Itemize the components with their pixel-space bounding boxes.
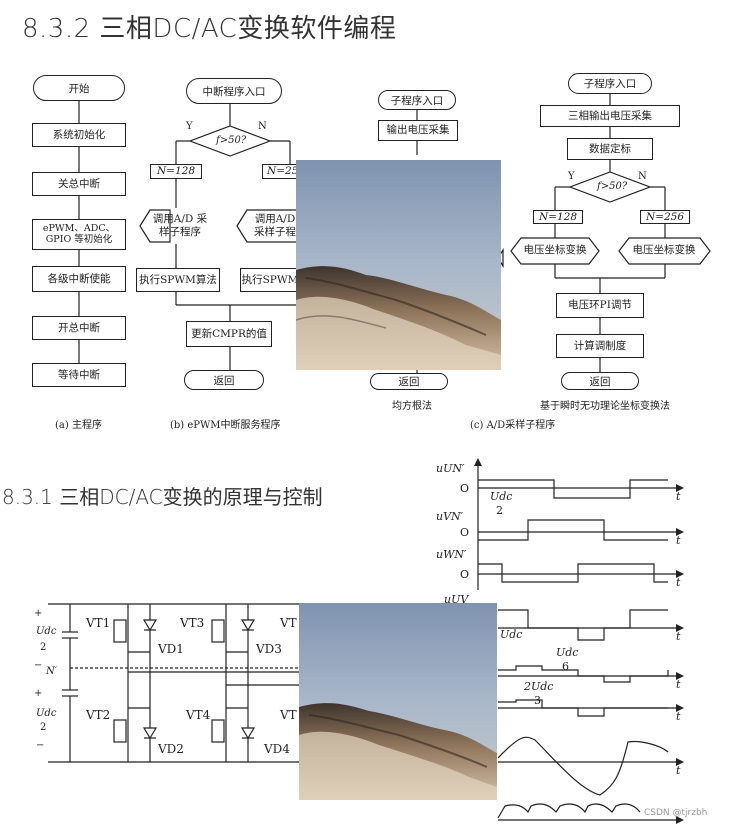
wave-udc-half-num: Udc [490, 490, 513, 503]
label-vt4: VT4 [186, 708, 211, 722]
wave-origin-1: O [460, 482, 470, 495]
wave-t-4: t [676, 630, 681, 643]
circuit-two-bot: 2 [40, 722, 47, 733]
flow-c2-mod: 计算调制度 [556, 334, 644, 358]
caption-c: (c) A/D采样子程序 [470, 420, 556, 431]
wave-label-uun: uUN′ [436, 462, 465, 475]
flow-a-step-6: 等待中断 [32, 363, 126, 387]
watermark: CSDN @tjrzbh [644, 808, 708, 818]
section-heading-832: 8.3.2 三相DC/AC变换软件编程 [22, 14, 397, 44]
wave-t-7: t [676, 764, 681, 777]
flow-b-yes: Y [186, 121, 193, 132]
flow-c2-return: 返回 [561, 372, 639, 390]
flow-c2-step1: 三相输出电压采集 [540, 105, 680, 127]
flow-c2-no: N [638, 171, 647, 182]
flow-b-alg-left: 执行SPWM算法 [136, 268, 220, 292]
wave-udc-half-den: 2 [496, 504, 503, 517]
caption-c2: 基于瞬时无功理论坐标变换法 [540, 401, 670, 412]
label-vd1: VD1 [158, 642, 184, 656]
circuit-udc-top: Udc [36, 626, 57, 637]
label-vd4: VD4 [264, 742, 290, 756]
flow-b-return: 返回 [184, 370, 264, 390]
wave-udc-label: Udc [500, 628, 523, 641]
wave-t-3: t [676, 576, 681, 589]
landscape-painting-top [295, 160, 501, 370]
flow-b-condition: f>50? [216, 135, 247, 146]
flow-c1-entry: 子程序入口 [378, 90, 456, 110]
label-vt5: VT [280, 616, 297, 630]
label-vd3: VD3 [256, 642, 282, 656]
flow-b-sub-right: 调用A/D 采样子程 [254, 212, 296, 238]
flow-a-start: 开始 [33, 75, 125, 101]
circuit-plus-mid: + [34, 688, 43, 699]
flow-a-step-5: 开总中断 [32, 316, 126, 340]
label-vt3: VT3 [180, 616, 205, 630]
wave-label-uwn: uWN′ [436, 548, 467, 561]
circuit-two-top: 2 [40, 642, 47, 653]
circuit-minus-bot: − [36, 740, 45, 751]
flow-b-sub-left: 调用A/D 采样子程序 [152, 212, 208, 238]
flow-b-entry: 中断程序入口 [186, 78, 282, 104]
wave-origin-3: O [460, 568, 470, 581]
circuit-n-prime: N′ [46, 666, 58, 677]
wave-origin-2: O [460, 526, 470, 539]
label-vd2: VD2 [158, 742, 184, 756]
wave-label-uuv: uUV [444, 593, 469, 606]
flow-a-step-1: 系统初始化 [32, 123, 126, 147]
circuit-minus-mid: − [34, 660, 43, 671]
label-vt2: VT2 [86, 708, 111, 722]
wave-two-udc-num: 2Udc [524, 680, 554, 693]
flow-c2-step2: 数据定标 [567, 138, 653, 160]
flow-c2-n-right: N=256 [640, 210, 690, 224]
flow-c2-entry: 子程序入口 [568, 73, 652, 94]
wave-udc-sixth-num: Udc [556, 646, 579, 659]
flow-b-no: N [258, 121, 267, 132]
section-heading-831: 8.3.1 三相DC/AC变换的原理与控制 [2, 485, 323, 509]
flow-b-update: 更新CMPR的值 [186, 321, 272, 347]
caption-b: (b) ePWM中断服务程序 [170, 420, 281, 431]
caption-c1: 均方根法 [392, 401, 432, 412]
flow-a-step-4: 各级中断使能 [32, 266, 126, 292]
flow-b-alg-right: 执行SPWM [240, 268, 300, 292]
circuit-udc-bot: Udc [36, 708, 57, 719]
flow-a-step-2: 关总中断 [32, 172, 126, 196]
wave-t-1: t [676, 490, 681, 503]
wave-two-udc-den: 3 [534, 694, 541, 707]
flow-c1-return: 返回 [370, 373, 448, 390]
flow-c2-trans-left: 电压坐标变换 [523, 244, 587, 257]
flow-c2-pi: 电压环PI调节 [556, 293, 644, 318]
flow-c1-step: 输出电压采集 [378, 120, 458, 141]
flow-c2-n-left: N=128 [533, 210, 583, 224]
flow-c2-condition: f>50? [597, 181, 628, 192]
flow-a-step-3: ePWM、ADC、GPIO 等初始化 [32, 219, 126, 250]
label-vt6: VT [280, 708, 297, 722]
flow-b-n-left: N=128 [150, 164, 202, 179]
label-vt1: VT1 [86, 616, 111, 630]
wave-udc-sixth-den: 6 [562, 660, 569, 673]
landscape-painting-bottom [299, 603, 497, 800]
flow-c2-trans-right: 电压坐标变换 [632, 244, 696, 257]
wave-t-2: t [676, 534, 681, 547]
circuit-plus-top: + [34, 608, 43, 619]
wave-t-6: t [676, 710, 681, 723]
flow-c2-yes: Y [568, 171, 575, 182]
wave-t-5: t [676, 678, 681, 691]
caption-a: (a) 主程序 [55, 420, 102, 431]
wave-label-uvn: uVN′ [436, 510, 464, 523]
flow-b-n-right: N=256 [262, 164, 305, 179]
